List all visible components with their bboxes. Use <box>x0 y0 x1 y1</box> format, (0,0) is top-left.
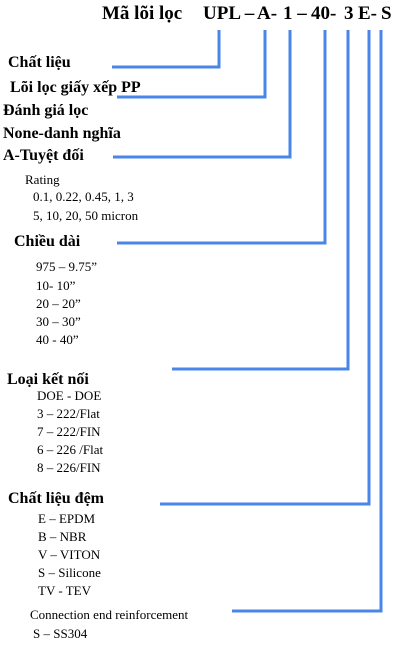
seal-value: TV - TEV <box>38 583 91 598</box>
seal-value: V – VITON <box>38 547 101 562</box>
code-part-a: A- <box>257 3 278 24</box>
code-part-upl: UPL – <box>203 3 255 24</box>
rating-sub-value: 0.1, 0.22, 0.45, 1, 3 <box>33 189 134 204</box>
connection-value: 3 – 222/Flat <box>37 406 100 421</box>
title-label: Mã lõi lọc <box>102 3 183 24</box>
code-part-3: 3 <box>344 3 354 24</box>
rating-heading: Đánh giá lọc <box>3 102 89 119</box>
connection-value: 8 – 226/FIN <box>37 460 101 475</box>
seal-heading: Chất liệu đệm <box>8 490 104 507</box>
rating-sub-value: 5, 10, 20, 50 micron <box>33 208 139 223</box>
length-value: 10- 10” <box>36 278 76 293</box>
connection-value: 6 – 226 /Flat <box>37 442 104 457</box>
length-value: 20 – 20” <box>36 296 81 311</box>
seal-value: B – NBR <box>38 529 87 544</box>
seal-value: E – EPDM <box>38 511 96 526</box>
rating-value-absolute: A-Tuyệt đối <box>3 147 84 164</box>
material-heading: Chất liệu <box>8 54 71 71</box>
code-part-s: S <box>381 3 392 24</box>
rating-sub-heading: Rating <box>25 172 60 187</box>
connection-value: DOE - DOE <box>37 388 102 403</box>
length-value: 975 – 9.75” <box>36 259 98 274</box>
length-value: 40 - 40” <box>36 332 79 347</box>
length-heading: Chiều dài <box>14 233 81 250</box>
reinforcement-value: S – SS304 <box>33 626 88 641</box>
code-part-e: E- <box>358 3 377 24</box>
length-value: 30 – 30” <box>36 314 81 329</box>
rating-value-none: None-danh nghĩa <box>3 125 121 142</box>
connection-value: 7 – 222/FIN <box>37 424 101 439</box>
code-part-40: 40- <box>311 3 337 24</box>
connection-heading: Loại kết nối <box>7 371 89 388</box>
reinforcement-heading: Connection end reinforcement <box>30 607 189 622</box>
code-part-1: 1 – <box>283 3 307 24</box>
seal-value: S – Silicone <box>38 565 101 580</box>
material-value: Lõi lọc giấy xếp PP <box>10 79 141 96</box>
